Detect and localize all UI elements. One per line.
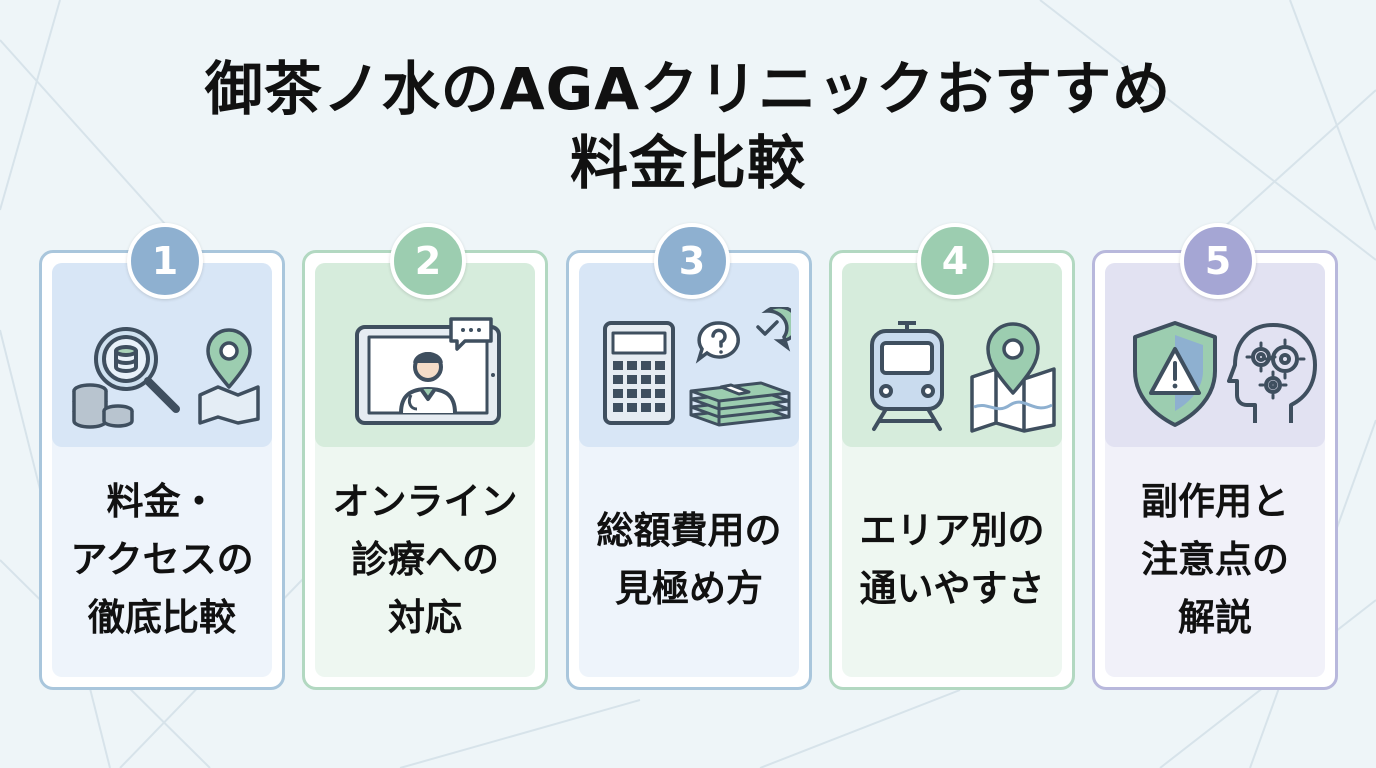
- card-5-label-line: 解説: [1178, 596, 1252, 639]
- calculator-icon: [603, 321, 675, 425]
- card-5-label-line: 副作用と: [1141, 480, 1289, 523]
- card-5-label-line: 注意点の: [1141, 538, 1289, 581]
- check-bubble-icon: [756, 307, 791, 352]
- card-4-label-line: エリア別の: [859, 509, 1045, 552]
- card-4: 4 エリア別の 通いやすさ: [829, 223, 1075, 690]
- question-bubble-icon: [695, 321, 740, 364]
- warning-shield-icon: [1133, 321, 1217, 427]
- head-gears-icon: [1227, 323, 1317, 423]
- map-pin-icon: [970, 322, 1056, 433]
- card-5-number-badge: 5: [1180, 223, 1256, 299]
- coins-icon: [72, 383, 134, 429]
- money-stack-icon: [689, 381, 791, 427]
- card-1-label-line: 料金・: [106, 480, 218, 523]
- card-1-label-line: アクセスの: [70, 538, 254, 581]
- page-title: 御茶ノ水のAGAクリニックおすすめ 料金比較: [0, 52, 1376, 200]
- card-4-number-badge: 4: [917, 223, 993, 299]
- card-3-label-line: 総額費用の: [596, 509, 782, 552]
- card-5-label: 副作用と 注意点の 解説: [1105, 453, 1325, 667]
- page-title-line-1: 御茶ノ水のAGAクリニックおすすめ: [204, 55, 1172, 123]
- map-pin-icon: [198, 328, 260, 425]
- card-1-label: 料金・ アクセスの 徹底比較: [52, 453, 272, 667]
- card-4-icon-area: [842, 263, 1062, 447]
- card-2-label-line: オンライン: [332, 480, 518, 523]
- card-1: 1 料金・ アクセスの 徹底比較: [39, 223, 285, 690]
- card-2-label: オンライン 診療への 対応: [315, 453, 535, 667]
- card-2-label-line: 診療への: [351, 538, 499, 581]
- card-4-label-line: 通いやすさ: [859, 567, 1045, 610]
- card-3-number-badge: 3: [654, 223, 730, 299]
- card-1-label-line: 徹底比較: [88, 596, 236, 639]
- card-2: 2 オンライン 診療への 対応: [302, 223, 548, 690]
- card-2-label-line: 対応: [388, 596, 462, 639]
- page-title-line-2: 料金比較: [569, 129, 806, 197]
- magnifier-coins-icon: [94, 327, 180, 413]
- card-3-label: 総額費用の 見極め方: [579, 453, 799, 667]
- card-5: 5 副作用と 注意点の 解説: [1092, 223, 1338, 690]
- card-2-number-badge: 2: [390, 223, 466, 299]
- train-icon: [870, 321, 944, 431]
- card-3: 3 総額費用の 見極め方: [566, 223, 812, 690]
- tablet-doctor-icon: [355, 325, 501, 425]
- card-3-label-line: 見極め方: [615, 567, 763, 610]
- chat-bubble-icon: [449, 317, 493, 351]
- card-1-number-badge: 1: [127, 223, 203, 299]
- card-4-label: エリア別の 通いやすさ: [842, 453, 1062, 667]
